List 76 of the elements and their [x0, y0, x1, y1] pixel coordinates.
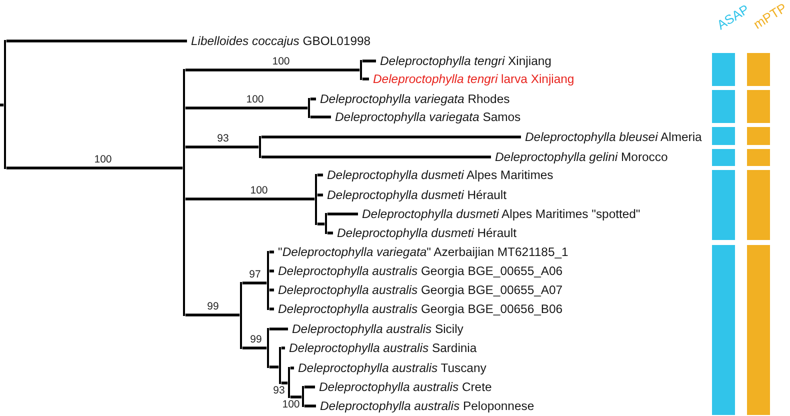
branch-line [269, 250, 274, 254]
taxon-label: Deleproctophylla dusmeti Alpes Maritimes "spotted" [358, 206, 640, 222]
bootstrap-value: 97 [249, 270, 261, 280]
clade-bar [302, 386, 304, 408]
clade-bar [314, 174, 318, 226]
branch-line [269, 308, 274, 310]
clade-bar [360, 60, 362, 80]
branch-line [269, 366, 279, 368]
branch-line [310, 98, 316, 100]
taxon-label: Deleproctophylla australis Tuscany [294, 360, 486, 376]
taxon-label: Libelloides coccajus GBOL01998 [187, 34, 371, 48]
clade-bar [324, 212, 328, 234]
taxon-label: Deleproctophylla variegata Rhodes [316, 92, 510, 106]
branch-line [242, 282, 267, 284]
bootstrap-value: 100 [272, 56, 290, 68]
branch-line [261, 156, 491, 158]
taxon-label: Deleproctophylla australis Peloponnese [316, 398, 534, 414]
branch-line [317, 222, 325, 226]
branch-line [327, 212, 358, 216]
taxon-label: Deleproctophylla variegata Samos [331, 110, 521, 124]
taxon-label: Deleproctophylla australis Georgia BGE_00655_A07 [274, 282, 563, 298]
clade-bar [278, 346, 282, 384]
branch-line [317, 174, 323, 176]
branch-line [304, 404, 316, 408]
taxon-label: Deleproctophylla dusmeti Hérault [333, 226, 517, 240]
taxon-label: Deleproctophylla australis Georgia BGE_00655_A06 [274, 264, 563, 278]
clade-bar [308, 98, 310, 118]
branch-line [362, 60, 376, 62]
clade-bar [288, 366, 290, 398]
branch-line [269, 288, 274, 292]
branch-line [290, 396, 302, 398]
bootstrap-value: 93 [217, 134, 229, 144]
clade-bar [266, 250, 270, 310]
bootstrap-value: 100 [246, 94, 264, 106]
taxon-label: Deleproctophylla australis Crete [315, 380, 492, 394]
clade-bar [240, 282, 242, 350]
clade-bar [258, 136, 262, 158]
branch-line [261, 136, 521, 138]
branch-line [185, 198, 315, 200]
taxon-label: "Deleproctophylla variegata" Azerbaijian MT621185_1 [274, 244, 568, 260]
branch-line [281, 382, 288, 384]
branch-line [185, 68, 360, 72]
branch-line [310, 116, 331, 118]
taxon-label: Deleproctophylla tengri larva Xinjiang [369, 72, 574, 86]
bootstrap-value: 93 [273, 386, 285, 396]
branch-line [185, 146, 259, 148]
taxon-label: Deleproctophylla dusmeti Alpes Maritimes [323, 168, 554, 182]
taxon-label: Deleproctophylla bleusei Almeria [521, 130, 702, 144]
branch-line [185, 314, 240, 316]
clade-bar [4, 40, 6, 170]
branch-line [269, 270, 274, 272]
branch-line [327, 232, 333, 234]
branch-line [362, 78, 369, 80]
taxon-label: Deleproctophylla australis Sicily [288, 322, 464, 336]
branch-line [242, 346, 267, 350]
branch-line [185, 106, 308, 110]
branch-line [269, 328, 288, 330]
clade-bar [266, 328, 270, 368]
branch-line [317, 194, 323, 196]
bootstrap-value: 100 [250, 186, 268, 196]
taxon-label: Deleproctophylla gelini Morocco [491, 150, 668, 164]
bootstrap-value: 99 [207, 302, 219, 312]
taxon-label: Deleproctophylla australis Sardinia [285, 340, 477, 356]
clade-bar [182, 68, 186, 316]
branch-line [6, 40, 187, 42]
bootstrap-value: 100 [94, 154, 112, 166]
taxon-label: Deleproctophylla australis Georgia BGE_00656_B06 [274, 302, 563, 316]
branch-line [0, 104, 4, 106]
taxon-label: Deleproctophylla dusmeti Hérault [323, 188, 507, 202]
branch-line [6, 166, 183, 170]
branch-line [304, 386, 315, 388]
branch-line [281, 346, 285, 350]
taxon-label: Deleproctophylla tengri Xinjiang [376, 54, 552, 68]
branch-line [290, 366, 294, 370]
bootstrap-value: 99 [250, 334, 262, 346]
bootstrap-value: 100 [282, 400, 300, 410]
